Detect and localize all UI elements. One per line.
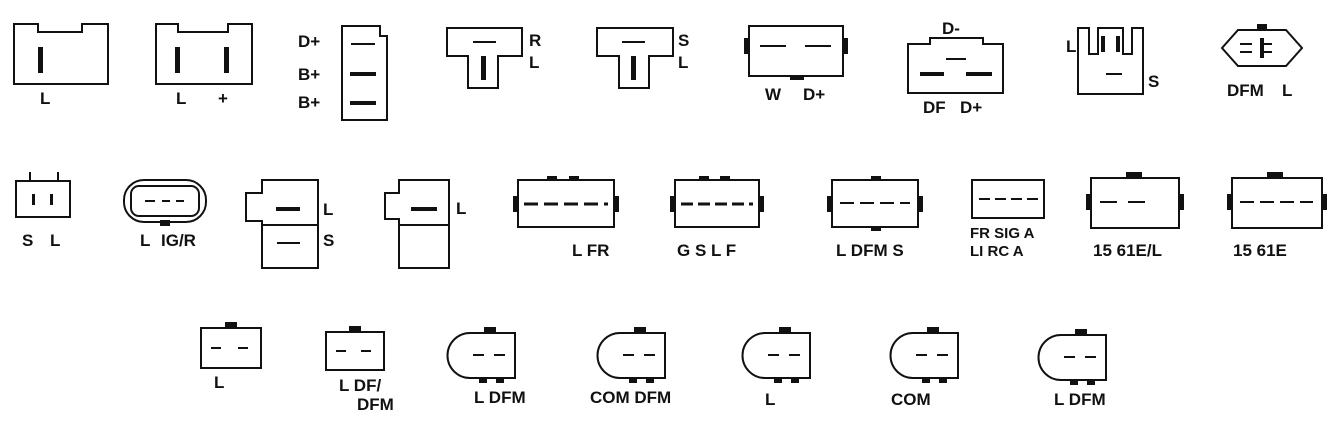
pin-label: L [40, 89, 50, 108]
pin-label: D- [942, 19, 960, 38]
connector-c18: 15 61E/L [1086, 172, 1184, 260]
connector-c05: S L [596, 27, 689, 89]
pin-label: L DFM [474, 388, 526, 407]
cap-connector-c24: L [741, 327, 811, 409]
connector-c13: L [384, 179, 466, 269]
cap-connector-c26: L DFM [1037, 329, 1107, 409]
connector-c02: L + [155, 23, 253, 108]
pin-label: L [1066, 37, 1076, 56]
connector-c06: W D+ [744, 25, 848, 104]
pin-label: S [1148, 72, 1159, 91]
connector-c12: L S [245, 179, 334, 269]
pin-label: L DF/ [339, 376, 381, 395]
pin-label: R [529, 31, 541, 50]
connector-c09: DFM L [1220, 24, 1304, 100]
pin-label: 15 61E [1233, 241, 1287, 260]
connector-c16: L DFM S [827, 176, 923, 260]
connector-c17: FR SIG A LI RC A [970, 179, 1045, 260]
pin-label: COM DFM [590, 388, 671, 407]
pin-label: L DFM [1054, 390, 1106, 409]
pin-label: L [678, 53, 688, 72]
connector-c07: D- DF D+ [907, 19, 1004, 117]
pin-label: L [50, 231, 60, 250]
connector-c01: L [13, 23, 109, 108]
pin-label: DF [923, 98, 946, 117]
pin-label: B+ [298, 65, 320, 84]
connector-c20: L [200, 322, 262, 392]
cap-connector-c23: COM DFM [590, 327, 671, 407]
pin-label: DFM [1227, 81, 1264, 100]
pin-label: B+ [298, 93, 320, 112]
pin-label: W [765, 85, 782, 104]
connector-c14: L FR [513, 176, 619, 260]
pin-label: L [176, 89, 186, 108]
connector-c21: L DF/ DFM [325, 326, 394, 414]
connector-c15: G S L F [670, 176, 764, 260]
cap-connector-c22: L DFM [446, 327, 526, 407]
connector-c19: 15 61E [1227, 172, 1327, 260]
pin-label: S [22, 231, 33, 250]
pin-label: L FR [572, 241, 609, 260]
pin-label: L [765, 390, 775, 409]
cap-connector-c25: COM [889, 327, 959, 409]
pin-label: S [323, 231, 334, 250]
pin-label: LI RC A [970, 243, 1024, 260]
pin-label: FR SIG A [970, 225, 1035, 242]
pin-label: 15 61E/L [1093, 241, 1162, 260]
connector-c08: L S [1066, 27, 1159, 95]
pin-label: S [678, 31, 689, 50]
pin-label: COM [891, 390, 931, 409]
pin-label: L [529, 53, 539, 72]
pin-label: D+ [960, 98, 982, 117]
connector-c11: L IG/R [123, 179, 207, 250]
pin-label: L [323, 200, 333, 219]
pin-label: L [1282, 81, 1292, 100]
pin-label: DFM [357, 395, 394, 414]
pin-label: L [456, 199, 466, 218]
pin-label: + [218, 89, 228, 108]
pin-label: G S L F [677, 241, 736, 260]
pin-label: L [140, 231, 150, 250]
connector-c03: D+ B+ B+ [298, 25, 388, 121]
pin-label: D+ [298, 32, 320, 51]
pin-label: IG/R [161, 231, 196, 250]
pin-label: D+ [803, 85, 825, 104]
pin-label: L DFM S [836, 241, 904, 260]
connector-c10: S L [15, 172, 71, 250]
pin-label: L [214, 373, 224, 392]
connector-c04: R L [446, 27, 541, 89]
